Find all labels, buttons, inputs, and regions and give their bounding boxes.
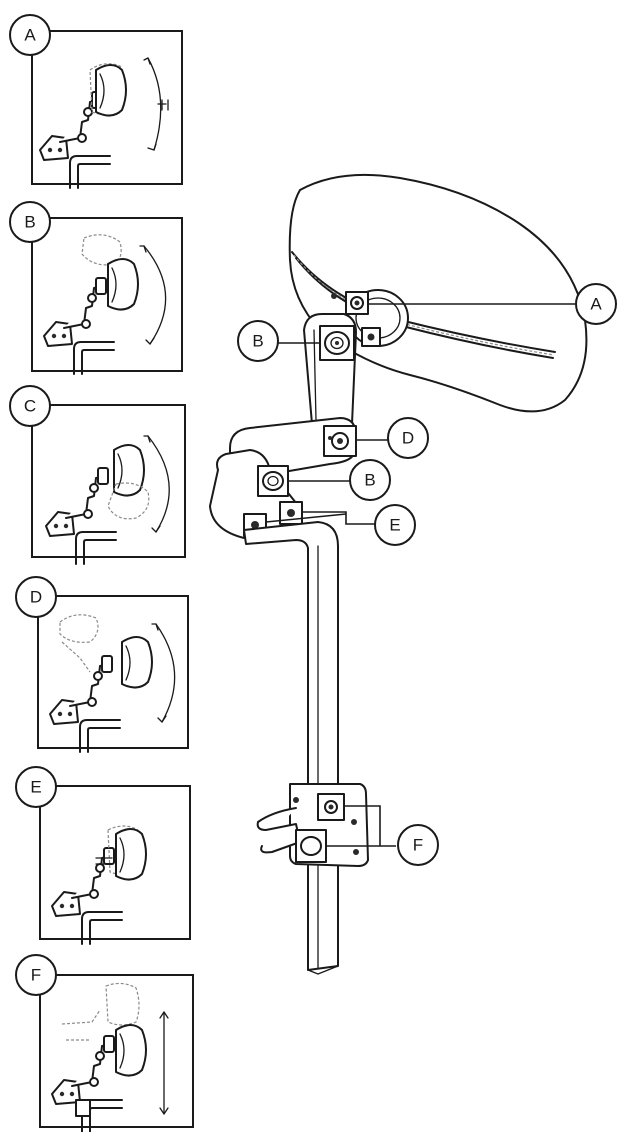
panel-b-label-badge: B <box>9 201 51 243</box>
callout-b-upper: B <box>237 320 279 362</box>
panel-e-label: E <box>30 778 41 797</box>
panel-e <box>39 785 191 945</box>
callout-a-label: A <box>590 295 602 314</box>
upper-arm-link <box>303 313 357 425</box>
callout-b-upper-label: B <box>252 332 263 351</box>
panel-f-label: F <box>31 966 41 985</box>
panel-a <box>31 30 183 189</box>
lower-mount-clamp <box>256 783 369 867</box>
panel-f-label-badge: F <box>15 954 57 996</box>
panel-c-label-badge: C <box>9 385 51 427</box>
panel-c-label: C <box>24 397 36 416</box>
panel-b <box>31 217 183 375</box>
callout-b-lower: B <box>349 459 391 501</box>
panel-c <box>31 404 186 565</box>
panel-e-label-badge: E <box>15 766 57 808</box>
callout-f: F <box>397 824 439 866</box>
panel-b-label: B <box>24 213 35 232</box>
callout-e-label: E <box>389 516 400 535</box>
callout-leaders <box>265 303 575 847</box>
callout-e: E <box>374 504 416 546</box>
callout-d-label: D <box>402 429 414 448</box>
callout-b-lower-label: B <box>364 471 375 490</box>
panel-d-label-badge: D <box>15 576 57 618</box>
panel-a-label: A <box>24 26 36 45</box>
panel-d <box>37 595 189 753</box>
panel-d-label: D <box>30 588 42 607</box>
callout-a: A <box>575 283 617 325</box>
callout-d: D <box>387 417 429 459</box>
panel-f <box>39 974 194 1132</box>
panel-a-label-badge: A <box>9 14 51 56</box>
headrest-post <box>243 521 339 975</box>
main-assembly <box>209 173 588 975</box>
callout-f-label: F <box>413 836 423 855</box>
